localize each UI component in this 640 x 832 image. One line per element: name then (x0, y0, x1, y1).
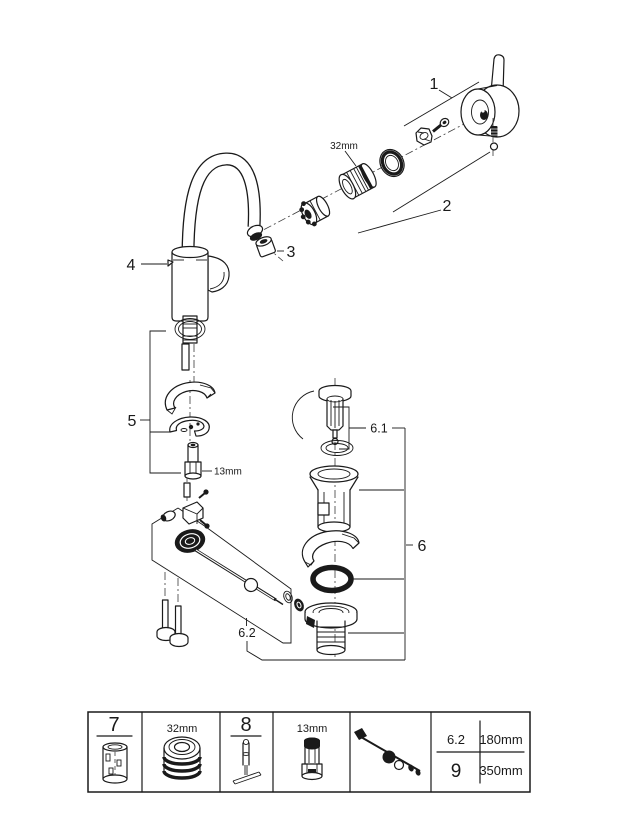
part1-leader-lines (392, 81, 491, 213)
spout-adapter-drawing (255, 236, 276, 258)
part2-label: 2 (443, 198, 452, 215)
legend-cell-socket: 13mm (297, 723, 328, 781)
drain-oring-drawing (310, 564, 404, 594)
tool8-label: 8 (240, 714, 251, 736)
legend-table: 7 32mm (87, 711, 531, 793)
drain-strainer-drawing (309, 465, 404, 533)
part4-callout: 4 (127, 257, 167, 274)
handle-set-screw-drawing (489, 118, 499, 156)
drain-plug-drawing (291, 384, 352, 446)
socket-size-callout: 13mm (202, 467, 242, 478)
part6-label: 6 (418, 538, 427, 555)
part5-label: 5 (128, 413, 137, 430)
escutcheon-lower-drawing (169, 416, 210, 437)
rod-clamp-drawing (160, 489, 210, 529)
part3-label: 3 (287, 244, 296, 261)
aerator-icon (162, 736, 202, 780)
socket-icon (301, 737, 323, 781)
legend-aerator-size-label: 32mm (167, 723, 198, 735)
part3-callout: 3 (277, 244, 296, 261)
legend-socket-size-label: 13mm (297, 723, 328, 735)
cartridge-tool-icon (102, 742, 128, 784)
drain-horseshoe-washer-drawing (301, 530, 360, 568)
part6-bracket: 6 (404, 428, 427, 660)
legend-cell-tool8: 8 (230, 714, 262, 785)
legend-cell-sizes: 6.2 180mm 9 350mm (436, 720, 525, 784)
socket-size-label: 13mm (214, 467, 242, 478)
aerator-size-label: 32mm (330, 141, 358, 152)
size-row1-length: 180mm (479, 732, 522, 747)
size-row2-ref: 9 (451, 761, 462, 782)
part4-label: 4 (127, 257, 136, 274)
handle-drawing (460, 54, 520, 138)
popup-rod-drawing (193, 547, 304, 612)
escutcheon-upper-drawing (164, 381, 216, 415)
legend-cell-rod (354, 728, 421, 776)
flow-cartridge-drawing (299, 195, 331, 227)
part61-callout: 6.1 (333, 406, 405, 450)
part62-label: 6.2 (238, 626, 255, 640)
tool7-label: 7 (108, 714, 119, 736)
part62-outline: 6.2 (151, 507, 405, 661)
rod-grommet-drawing (174, 529, 206, 553)
size-row2-length: 350mm (479, 763, 522, 778)
part61-label: 6.1 (370, 422, 387, 436)
legend-cell-tool7: 7 (96, 714, 133, 784)
socket-tool-drawing (184, 441, 202, 480)
handle-screw-drawing (432, 117, 450, 133)
aerator-size-callout: 32mm (330, 141, 358, 167)
part5-bracket: 5 (128, 330, 181, 474)
mounting-shank-drawing (174, 315, 206, 443)
legend-cell-aerator: 32mm (162, 723, 202, 780)
threaded-pin-drawing (183, 478, 191, 503)
popup-rod-icon (354, 728, 421, 776)
key-tool-icon (232, 738, 262, 785)
faucet-body-drawing (167, 152, 264, 322)
part1-label: 1 (430, 76, 439, 93)
size-row1-ref: 6.2 (447, 732, 465, 747)
plug-oring-drawing (320, 440, 354, 456)
mounting-bolts-drawing (156, 572, 189, 648)
cartridge-nut-drawing (415, 127, 433, 146)
cap-ring-drawing (379, 148, 405, 178)
part2-leader-line (357, 209, 442, 234)
aerator-drawing (338, 163, 377, 200)
drain-tailpiece-drawing (304, 602, 404, 656)
